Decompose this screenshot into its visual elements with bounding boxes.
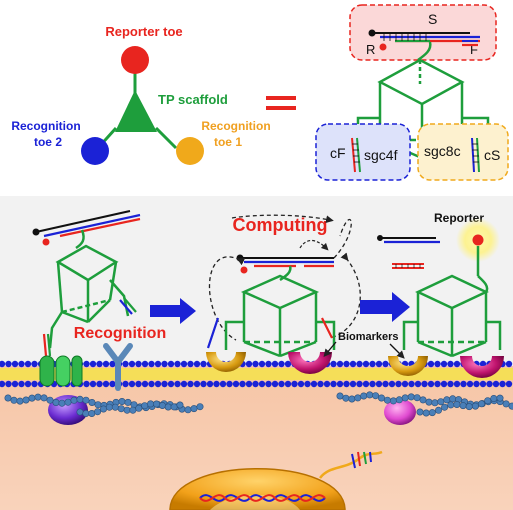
equals-sign-bottom-bar	[266, 106, 296, 110]
reporter-toe-dot-icon	[121, 46, 149, 74]
biomarker-gold-icon	[206, 352, 246, 372]
reporter-dot-icon	[472, 234, 484, 246]
reporter-toe-label: Reporter toe	[105, 24, 182, 39]
membrane-channel-icon	[39, 355, 83, 387]
equals-sign-top-bar	[266, 96, 296, 100]
tp-scaffold-triangle-icon	[115, 90, 157, 132]
receptor-y-icon	[103, 343, 133, 391]
recognition-toe-2-label-line1: Recognition	[11, 119, 80, 133]
recognition-toe-1-label-line2: toe 1	[214, 135, 242, 149]
quencher-dot-icon	[368, 29, 376, 37]
strand-f-label: F	[470, 42, 478, 57]
recognition-toe-1-label-line1: Recognition	[201, 119, 270, 133]
biomarker-gold-bound-icon	[388, 356, 428, 376]
intracellular-protein-pink	[384, 399, 416, 425]
dna-helix-icon	[199, 494, 326, 502]
recognition-toe-1-dot-icon	[176, 137, 204, 165]
strand-r-label: R	[366, 42, 375, 57]
cytoskeleton-chains	[4, 391, 513, 417]
recognition-label: Recognition	[74, 325, 166, 342]
legend-panel: Reporter toe TP scaffold Recognition toe…	[11, 24, 296, 165]
strand-cf-label: cF	[330, 145, 346, 161]
stage-reporting: Reporter	[377, 211, 504, 425]
aptamer-sgc8c-label: sgc8c	[424, 143, 461, 159]
recognition-toe-1-box	[417, 123, 509, 181]
aptamer-sgc4f-label: sgc4f	[364, 147, 398, 163]
biomarkers-label: Biomarkers	[338, 331, 399, 343]
fluorophore-dot-icon	[379, 43, 387, 51]
rna-strand-icon	[319, 450, 383, 479]
stage-recognition: Recognition	[32, 210, 166, 425]
process-arrow-1-icon	[150, 298, 196, 324]
computing-label: Computing	[233, 215, 328, 235]
biomarker-magenta-icon	[288, 352, 332, 374]
tp-scaffold-label: TP scaffold	[158, 92, 228, 107]
process-arrow-2-icon	[360, 292, 410, 322]
stage-computing: Computing	[206, 214, 405, 374]
biomarker-magenta-bound-icon	[460, 356, 504, 378]
recognition-toe-2-dot-icon	[81, 137, 109, 165]
tp-structure-detail: S R F	[315, 4, 509, 181]
recognition-toe-2-label-line2: toe 2	[34, 135, 62, 149]
process-panel: Recognition Computing	[0, 196, 513, 510]
recognition-toe-2-box	[315, 123, 411, 181]
extracellular-background	[0, 196, 513, 366]
strand-cs-label: cS	[484, 147, 500, 163]
strand-s-label: S	[428, 11, 437, 27]
